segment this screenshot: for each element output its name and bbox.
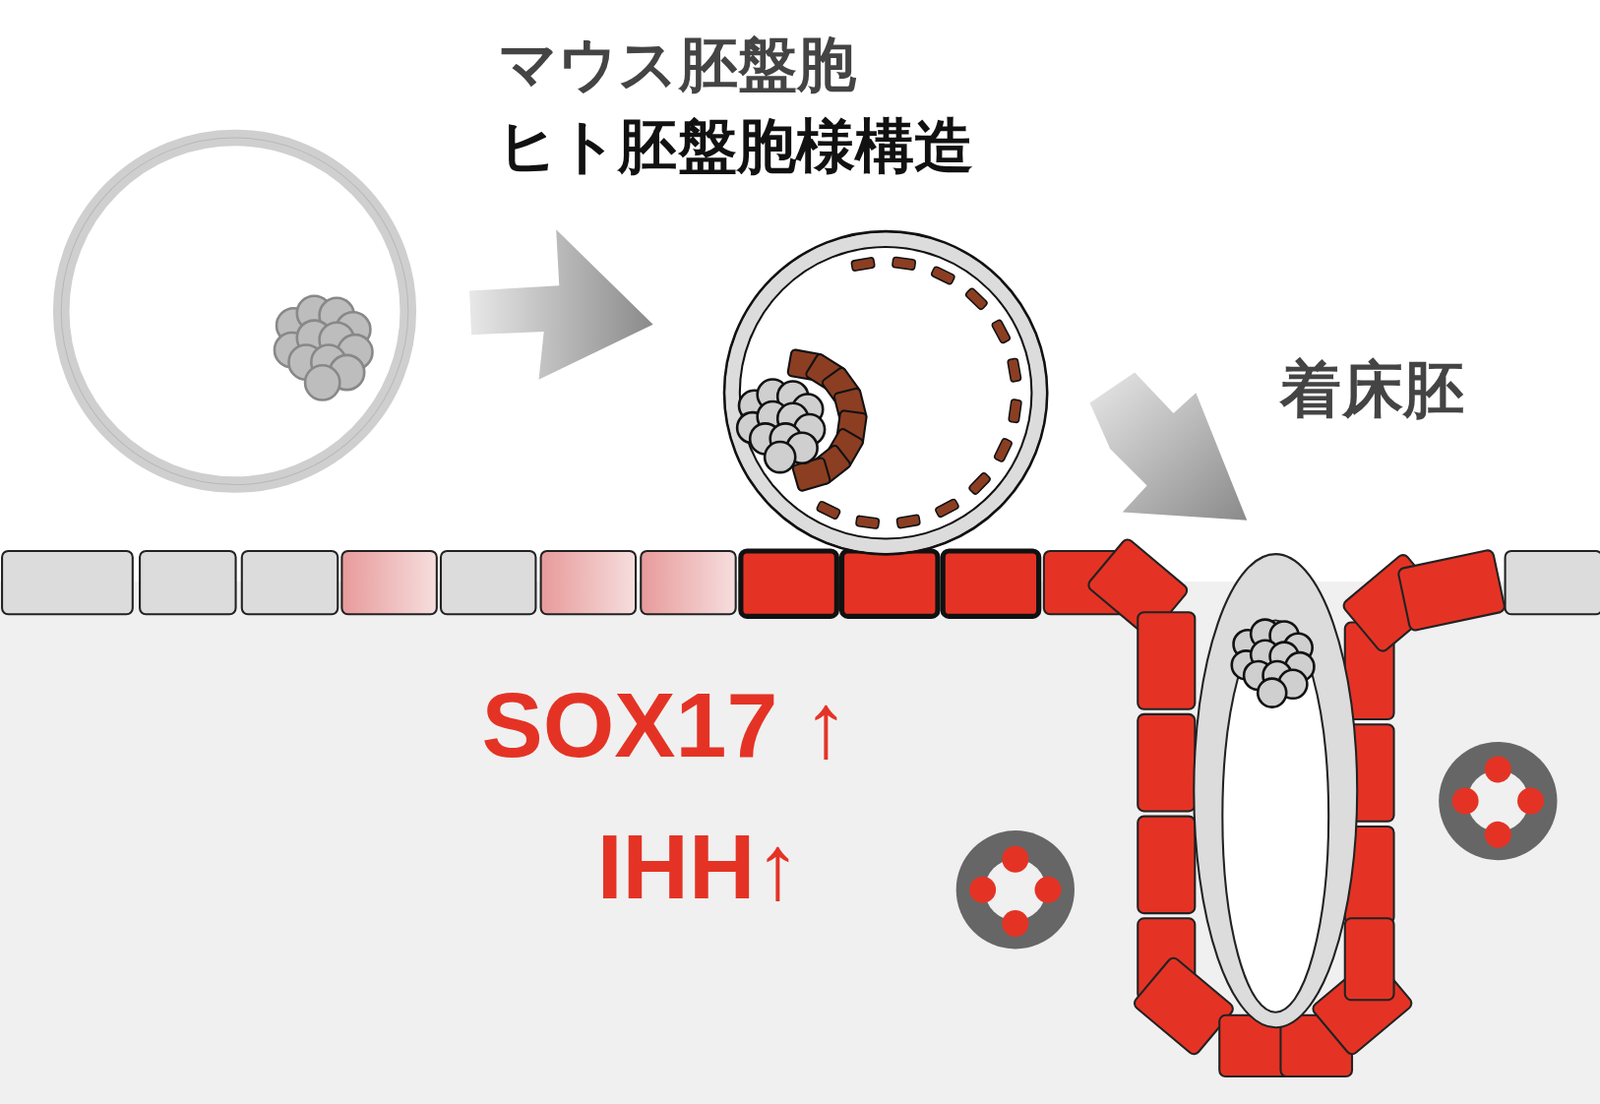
cell — [764, 441, 796, 473]
trophectoderm-cell — [930, 265, 956, 285]
trophectoderm-cell — [1008, 399, 1022, 424]
gene-label: SOX17 ↑ — [481, 675, 850, 777]
trophectoderm-cell — [993, 437, 1013, 463]
trophectoderm-cell — [851, 256, 875, 271]
trophectoderm-cell — [1007, 358, 1022, 382]
trophectoderm-cell — [990, 318, 1011, 344]
stage-label: ヒト胚盤胞様構造 — [497, 114, 974, 180]
trophectoderm-cell — [968, 472, 991, 496]
trophectoderm-cell — [892, 256, 917, 270]
cell — [305, 365, 340, 400]
trophectoderm-cell — [965, 287, 989, 310]
trophectoderm-cell — [815, 500, 841, 520]
trophectoderm-cell — [856, 515, 880, 529]
cell — [1257, 678, 1287, 708]
stage-label: マウス胚盤胞 — [497, 32, 857, 98]
stage-label: 着床胚 — [1280, 355, 1465, 423]
trophectoderm-cell — [934, 498, 960, 519]
trophectoderm-cell — [896, 514, 921, 529]
gene-label: IHH↑ — [597, 816, 801, 919]
